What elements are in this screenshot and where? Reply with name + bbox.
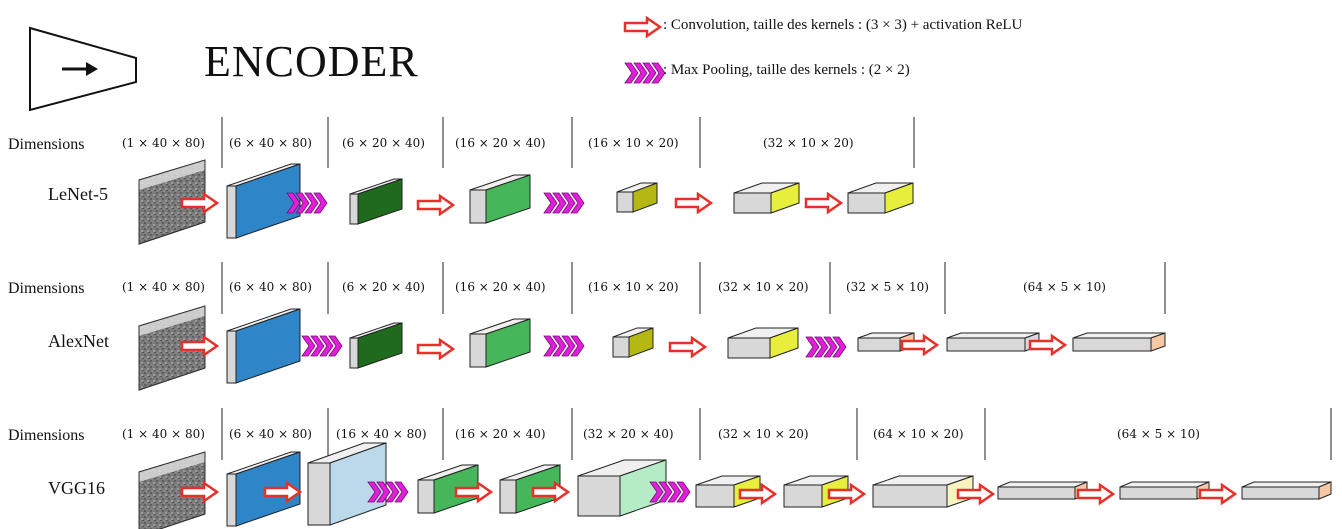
pool-icon bbox=[624, 62, 666, 84]
dim-label: (6 × 40 × 80) bbox=[229, 427, 312, 441]
conv-block-light-blue bbox=[307, 442, 387, 526]
conv-arrow-icon bbox=[827, 482, 867, 506]
dim-label: (6 × 40 × 80) bbox=[229, 280, 312, 294]
conv-arrow-icon bbox=[1028, 333, 1068, 357]
dim-label: (32 × 10 × 20) bbox=[763, 136, 854, 150]
legend-pool-text: : Max Pooling, taille des kernels : (2 ×… bbox=[663, 62, 910, 78]
conv-block-yellow bbox=[733, 182, 800, 214]
dim-label: (32 × 5 × 10) bbox=[846, 280, 929, 294]
conv-arrow-icon bbox=[738, 482, 778, 506]
legend-conv-text: : Convolution, taille des kernels : (3 ×… bbox=[663, 17, 1023, 33]
conv-arrow-icon bbox=[180, 191, 220, 215]
dim-label: (1 × 40 × 80) bbox=[122, 136, 205, 150]
dim-label: (32 × 10 × 20) bbox=[718, 427, 809, 441]
conv-block-yellow bbox=[727, 327, 799, 359]
conv-block-dark-green bbox=[349, 178, 403, 225]
dim-label: (64 × 10 × 20) bbox=[873, 427, 964, 441]
conv-arrow-icon bbox=[416, 337, 456, 361]
dim-label: (16 × 20 × 40) bbox=[455, 427, 546, 441]
encoder-symbol bbox=[29, 26, 137, 112]
input-image bbox=[138, 159, 206, 245]
pool-icon bbox=[286, 192, 328, 214]
legend-pool-icon bbox=[624, 62, 666, 84]
conv-block-blue bbox=[226, 308, 301, 384]
dim-label: (64 × 5 × 10) bbox=[1117, 427, 1200, 441]
dimensions-label-vgg16: Dimensions bbox=[8, 427, 85, 444]
conv-block-peach bbox=[1241, 481, 1332, 500]
conv-arrow-icon bbox=[804, 191, 844, 215]
conv-arrow-icon bbox=[263, 480, 303, 504]
pool-icon bbox=[367, 481, 409, 503]
dimensions-label-alexnet: Dimensions bbox=[8, 280, 85, 297]
conv-arrow-icon bbox=[956, 482, 996, 506]
network-name-alexnet: AlexNet bbox=[48, 331, 109, 351]
dim-label: (6 × 40 × 80) bbox=[229, 136, 312, 150]
dim-label: (32 × 20 × 40) bbox=[583, 427, 674, 441]
conv-block-peach bbox=[1119, 481, 1210, 500]
conv-block-gray bbox=[946, 332, 1040, 352]
conv-block-peach bbox=[997, 481, 1088, 500]
conv-block-dark-green bbox=[349, 322, 403, 369]
conv-block-light-green bbox=[577, 459, 667, 517]
conv-arrow-icon bbox=[623, 15, 663, 39]
network-name-vgg16: VGG16 bbox=[48, 478, 105, 498]
conv-arrow-icon bbox=[180, 480, 220, 504]
dim-label: (16 × 20 × 40) bbox=[455, 136, 546, 150]
conv-block-olive bbox=[616, 182, 658, 213]
conv-block-olive bbox=[612, 327, 654, 358]
conv-block-green bbox=[469, 174, 531, 224]
conv-arrow-icon bbox=[1198, 482, 1238, 506]
dim-label: (1 × 40 × 80) bbox=[122, 280, 205, 294]
dim-label: (32 × 10 × 20) bbox=[718, 280, 809, 294]
page-title: ENCODER bbox=[204, 37, 419, 86]
conv-block-green bbox=[469, 318, 531, 368]
dim-label: (1 × 40 × 80) bbox=[122, 427, 205, 441]
input-image bbox=[138, 451, 206, 529]
legend-conv-arrow-icon bbox=[623, 15, 663, 39]
pool-icon bbox=[805, 336, 847, 358]
pool-icon bbox=[543, 192, 585, 214]
conv-arrow-icon bbox=[180, 334, 220, 358]
pool-icon bbox=[649, 481, 691, 503]
conv-block-blue bbox=[226, 163, 301, 239]
conv-arrow-icon bbox=[674, 191, 714, 215]
conv-block-peach bbox=[1072, 332, 1166, 352]
conv-block-yellow bbox=[847, 182, 914, 214]
network-name-lenet: LeNet-5 bbox=[48, 184, 108, 204]
conv-arrow-icon bbox=[531, 480, 571, 504]
dim-label: (16 × 10 × 20) bbox=[588, 136, 679, 150]
conv-arrow-icon bbox=[416, 193, 456, 217]
conv-arrow-icon bbox=[900, 333, 940, 357]
conv-block-peach bbox=[857, 332, 915, 352]
dim-label: (16 × 10 × 20) bbox=[588, 280, 679, 294]
dimensions-label-lenet: Dimensions bbox=[8, 136, 85, 153]
dim-label: (6 × 20 × 40) bbox=[342, 280, 425, 294]
conv-block-pale-yellow bbox=[872, 475, 974, 508]
input-image bbox=[138, 305, 206, 391]
dim-label: (16 × 20 × 40) bbox=[455, 280, 546, 294]
conv-arrow-icon bbox=[1076, 482, 1116, 506]
conv-arrow-icon bbox=[668, 335, 708, 359]
dim-label: (6 × 20 × 40) bbox=[342, 136, 425, 150]
pool-icon bbox=[301, 335, 343, 357]
dim-label: (64 × 5 × 10) bbox=[1023, 280, 1106, 294]
pool-icon bbox=[543, 335, 585, 357]
conv-arrow-icon bbox=[454, 480, 494, 504]
dim-label: (16 × 40 × 80) bbox=[336, 427, 427, 441]
